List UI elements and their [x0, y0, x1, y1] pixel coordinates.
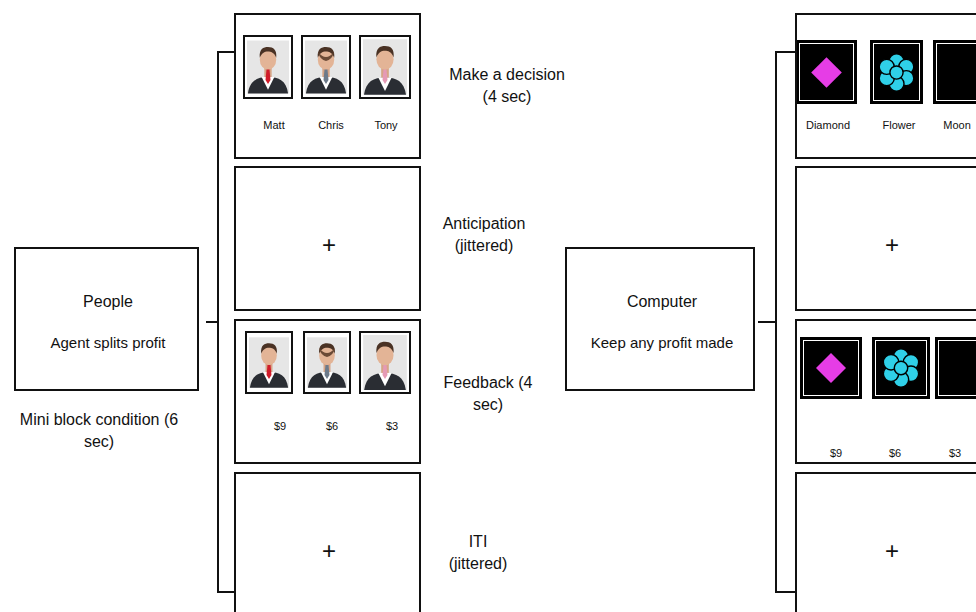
face-photo	[246, 332, 292, 393]
trial-screen: +	[234, 166, 421, 311]
fixation-cross: +	[885, 537, 899, 566]
bracket	[206, 52, 234, 592]
condition-box: ComputerKeep any profit made	[565, 247, 755, 391]
trial-screen: Matt Chris Tony	[234, 13, 421, 159]
trial-screen: +	[795, 166, 976, 311]
trial-screen: +	[795, 472, 976, 612]
node-text: Diamond	[806, 119, 850, 132]
node-text: Flower	[882, 119, 915, 132]
phase-label: Feedback (4 sec)	[433, 372, 543, 417]
node-text: Computer	[627, 292, 697, 311]
trial-screen: Diamond Flower Moon	[795, 13, 976, 159]
node-text: Agent splits profit	[50, 334, 165, 352]
trial-screen: $9 $6 $3	[234, 319, 421, 464]
node-text: Tony	[374, 119, 397, 132]
trial-screen: $9 $6 $3	[795, 319, 976, 464]
face-photo	[244, 36, 292, 98]
face-photo	[360, 332, 410, 393]
condition-box: PeopleAgent splits profit	[14, 247, 199, 391]
node-text: Keep any profit made	[591, 334, 734, 352]
bracket	[758, 52, 795, 592]
symbol-card	[796, 40, 857, 104]
node-text: $3	[949, 447, 961, 460]
fixation-cross: +	[322, 537, 336, 566]
node-text: $6	[889, 447, 901, 460]
fixation-cross: +	[885, 231, 899, 260]
symbol-card	[870, 40, 923, 104]
block-label: Mini block condition (6 sec)	[4, 409, 194, 454]
phase-label: ITI (jittered)	[438, 531, 518, 576]
node-text: People	[83, 292, 133, 311]
phase-label: Anticipation (jittered)	[419, 213, 549, 258]
node-text: $9	[830, 447, 842, 460]
symbol-card	[935, 337, 976, 399]
symbol-card	[800, 337, 862, 399]
node-text: $9	[274, 420, 286, 433]
fixation-cross: +	[322, 231, 336, 260]
face-photo	[302, 36, 350, 98]
node-text: $6	[326, 420, 338, 433]
trial-screen: +	[234, 472, 421, 612]
node-text: Matt	[263, 119, 284, 132]
symbol-card	[872, 337, 930, 399]
node-text: Moon	[943, 119, 971, 132]
phase-label: Make a decision (4 sec)	[442, 64, 572, 109]
face-photo	[304, 332, 350, 393]
node-text: Chris	[318, 119, 344, 132]
node-text: $3	[386, 420, 398, 433]
symbol-card	[933, 40, 976, 104]
face-photo	[360, 36, 410, 98]
